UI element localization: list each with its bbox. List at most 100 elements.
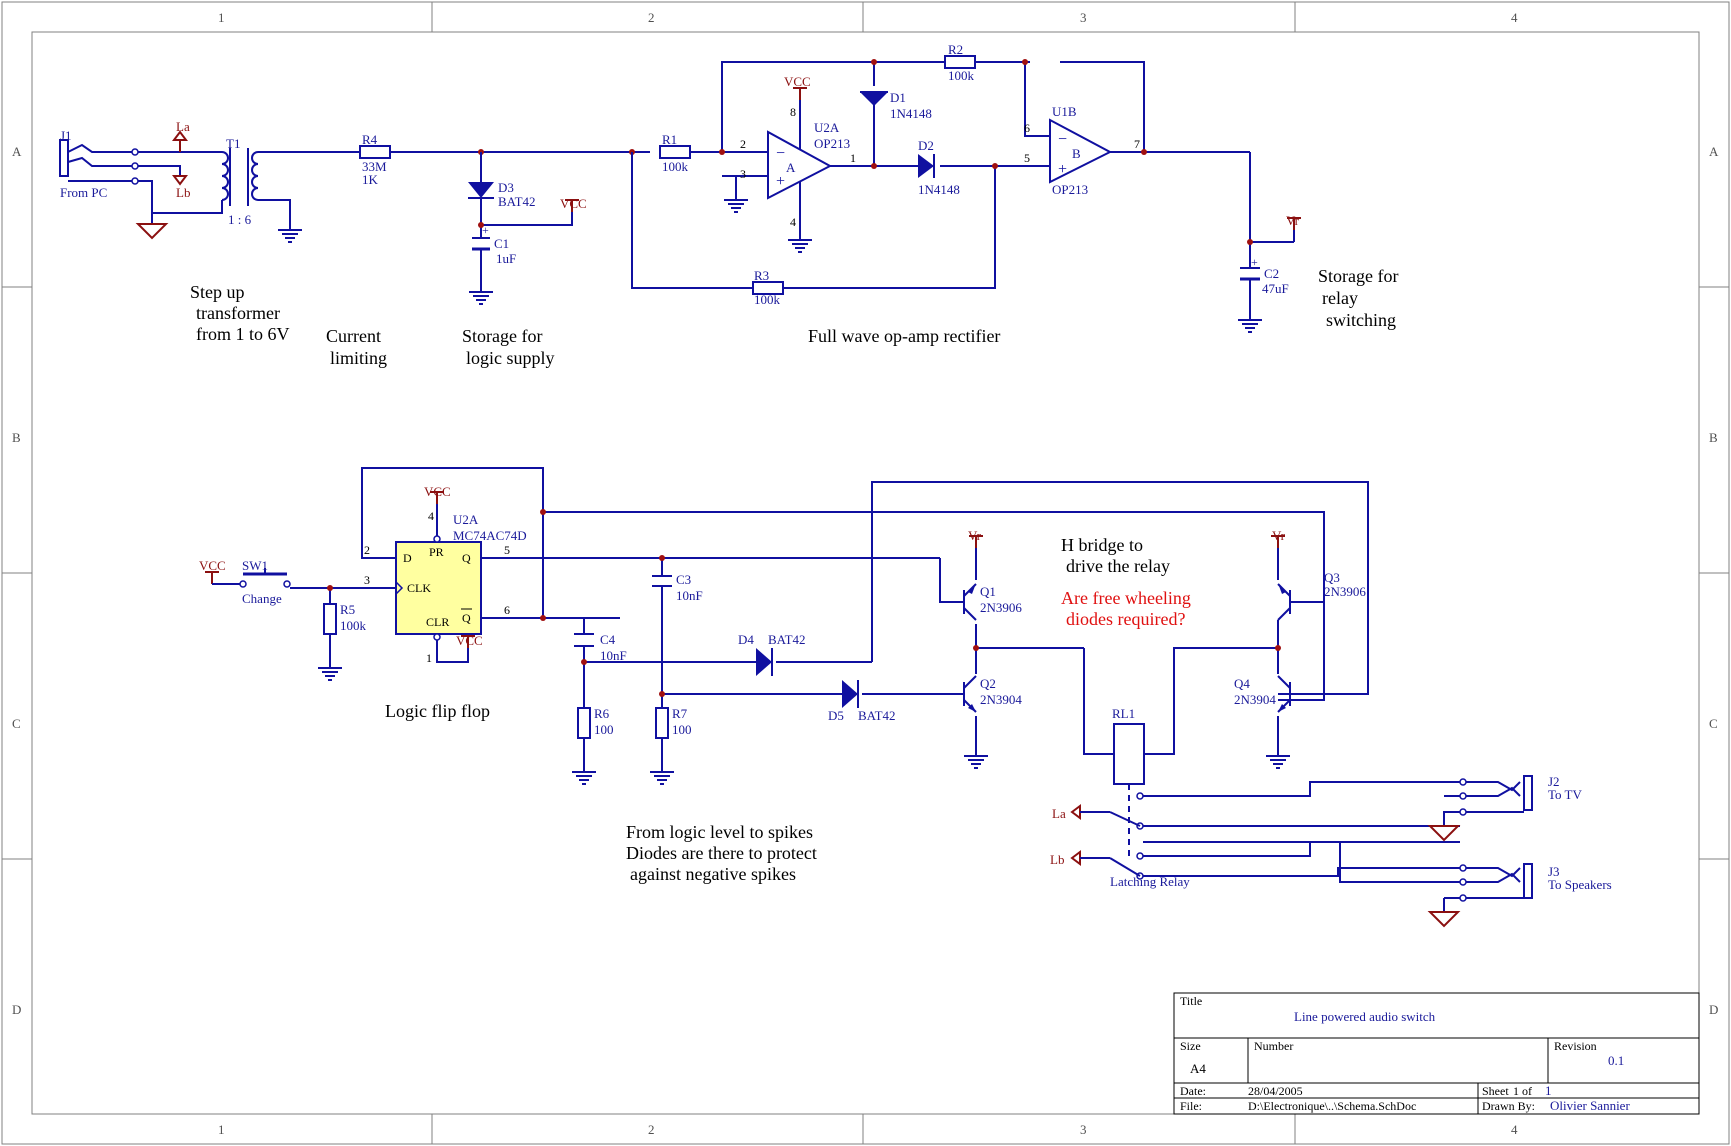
note-hbridge: H bridge to drive the relay [1061, 535, 1170, 576]
ff-pr-pin-label: PR [429, 545, 444, 559]
pin-6: 6 [1024, 121, 1030, 135]
transistor-q2: Q2 2N3904 [958, 675, 1022, 713]
col-label-4: 4 [1511, 10, 1518, 25]
ff-pin-3: 3 [364, 573, 370, 587]
vr-label-q1: Vr [968, 528, 982, 543]
svg-text:−: − [1058, 131, 1067, 148]
svg-text:logic supply: logic supply [466, 348, 555, 368]
capacitor-c1: + C1 1uF [472, 223, 516, 266]
note-freewheeling-question: Are free wheeling diodes required? [1061, 588, 1191, 629]
flipflop-u2a: U2A MC74AC74D D PR Q CLK CLR Q 2 4 5 3 6… [364, 504, 527, 665]
svg-text:switching: switching [1326, 310, 1396, 330]
d3-value: BAT42 [498, 194, 536, 209]
svg-text:−: − [776, 145, 785, 162]
d4-ref: D4 [738, 632, 754, 647]
q1-value: 2N3906 [980, 600, 1022, 615]
tb-sheet-of: of [1522, 1084, 1532, 1098]
row-label-c: C [12, 716, 21, 731]
svg-text:drive the relay: drive the relay [1066, 556, 1170, 576]
svg-text:+: + [776, 173, 785, 190]
tb-drawn-by: Olivier Sannier [1550, 1098, 1630, 1113]
diode-d2: D2 1N4148 [918, 138, 960, 197]
note-step-up: Step up transformer from 1 to 6V [190, 282, 290, 344]
svg-text:+: + [1251, 255, 1258, 269]
ff-pin-1: 1 [426, 651, 432, 665]
svg-text:Step up: Step up [190, 282, 245, 302]
note-storage-relay: Storage for relay switching [1318, 266, 1398, 330]
r3-ref: R3 [754, 268, 769, 283]
r1-ref: R1 [662, 132, 677, 147]
note-flipflop: Logic flip flop [385, 701, 490, 721]
vcc-ff-clr: VCC [456, 633, 483, 649]
ff-d-pin-label: D [403, 551, 412, 565]
row-label-d-right: D [1709, 1002, 1718, 1017]
note-storage-logic: Storage for logic supply [462, 326, 555, 368]
note-current-limiting: Current limiting [326, 326, 387, 368]
connector-j3: J3 To Speakers [1459, 863, 1612, 902]
c1-value: 1uF [496, 251, 516, 266]
svg-text:Diodes are there to protect: Diodes are there to protect [626, 843, 817, 863]
diode-d5: D5 BAT42 [828, 680, 896, 723]
col-label-2-bottom: 2 [648, 1122, 655, 1137]
row-label-a-right: A [1709, 144, 1719, 159]
vcc-d3: VCC [560, 196, 587, 213]
tb-sheet-num: 1 [1513, 1084, 1519, 1098]
t1-ratio: 1 : 6 [228, 212, 252, 227]
opamp-u1b: − + B U1B OP213 6 5 7 [1024, 104, 1140, 197]
tb-date-caption: Date: [1180, 1084, 1206, 1098]
sw1-value: Change [242, 591, 282, 606]
gnd-j2 [1429, 812, 1459, 841]
j3-ref: J3 [1548, 864, 1560, 879]
row-label-b: B [12, 430, 21, 445]
vr-label-q3: Vr [1272, 528, 1286, 543]
la-label: La [176, 119, 190, 134]
c4-ref: C4 [600, 632, 616, 647]
vr-label-top: Vr [1286, 213, 1300, 228]
pin-1: 1 [850, 151, 856, 165]
tb-file-caption: File: [1180, 1099, 1202, 1113]
svg-text:+: + [1058, 161, 1067, 178]
d1-value: 1N4148 [890, 106, 932, 121]
pin-2: 2 [740, 137, 746, 151]
svg-text:Are free wheeling: Are free wheeling [1061, 588, 1191, 608]
tb-drawn-caption: Drawn By: [1482, 1099, 1535, 1113]
u1b-value: OP213 [1052, 182, 1088, 197]
j2-ref: J2 [1548, 774, 1560, 789]
grid-column-labels: 1 2 3 4 1 2 3 4 [218, 10, 1518, 1137]
u1b-ref: U1B [1052, 104, 1077, 119]
pin-8: 8 [790, 105, 796, 119]
transistor-q3: Q3 2N3906 [1277, 570, 1366, 621]
d5-value: BAT42 [858, 708, 896, 723]
r5-ref: R5 [340, 602, 355, 617]
svg-text:H bridge to: H bridge to [1061, 535, 1143, 555]
tb-revision: 0.1 [1608, 1053, 1624, 1068]
r7-ref: R7 [672, 706, 688, 721]
pin-7: 7 [1134, 137, 1140, 151]
col-label-1-bottom: 1 [218, 1122, 225, 1137]
q3-value: 2N3906 [1324, 584, 1366, 599]
r4-ref: R4 [362, 132, 378, 147]
ff-pin-4: 4 [428, 509, 434, 523]
r4-value-2: 1K [362, 172, 379, 187]
u2a-op-ref: U2A [814, 120, 840, 135]
note-rectifier: Full wave op-amp rectifier [808, 326, 1000, 346]
ff-q-pin-label: Q [462, 551, 471, 565]
net-label-la-relay: La [1052, 804, 1110, 821]
note-spikes: From logic level to spikes Diodes are th… [626, 822, 817, 884]
ff-clr-pin-label: CLR [426, 615, 449, 629]
vcc-sw1: VCC [199, 558, 226, 585]
vcc-label-sw1: VCC [199, 558, 226, 573]
tb-title-caption: Title [1180, 994, 1202, 1008]
r7-value: 100 [672, 722, 692, 737]
transistor-q4: Q4 2N3904 [1234, 675, 1291, 713]
opamp-u2a: − + A U2A OP213 2 3 1 8 4 [740, 96, 856, 229]
j1-label: From PC [60, 185, 107, 200]
col-label-1: 1 [218, 10, 225, 25]
r1-value: 100k [662, 159, 689, 174]
ff-qbar-pin-label: Q [462, 611, 471, 625]
resistor-r3: R3 100k [752, 268, 784, 307]
sw1-ref: SW1 [242, 558, 268, 573]
net-label-lb-relay: Lb [1050, 850, 1110, 867]
title-block: Title Line powered audio switch Size A4 … [1173, 992, 1700, 1115]
